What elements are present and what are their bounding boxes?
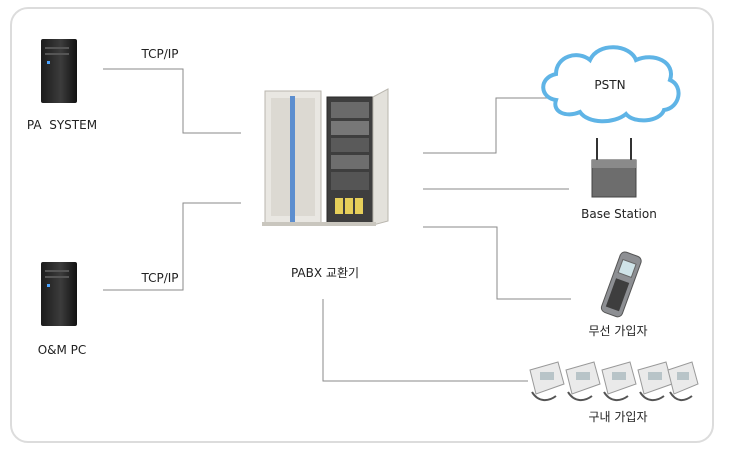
- router-icon: [591, 138, 637, 198]
- pabx-label: PABX 교환기: [290, 266, 360, 280]
- link-pabx-extension: [322, 299, 528, 382]
- tcp-ip-label-bottom: TCP/IP: [141, 271, 179, 285]
- pabx-cabinet-icon: [262, 88, 389, 226]
- server-tower-icon: [37, 262, 81, 328]
- link-pabx-wireless: [423, 226, 571, 300]
- cloud-icon: [541, 45, 681, 124]
- desk-phone-icon: [529, 361, 699, 402]
- base-station-label: Base Station: [581, 207, 657, 221]
- wireless-subscriber-label: 무선 가입자: [588, 324, 648, 338]
- link-pabx-pstn: [423, 97, 552, 154]
- link-pa-pabx: [103, 68, 241, 134]
- mobile-phone-icon: [600, 251, 642, 318]
- pa-system-label: PA SYSTEM: [26, 118, 98, 132]
- om-pc-label: O&M PC: [37, 343, 87, 357]
- pstn-label: PSTN: [594, 78, 626, 92]
- extension-subscriber-label: 구내 가입자: [588, 410, 648, 424]
- link-om-pabx: [103, 202, 241, 291]
- server-tower-icon: [37, 39, 81, 105]
- tcp-ip-label-top: TCP/IP: [141, 47, 179, 61]
